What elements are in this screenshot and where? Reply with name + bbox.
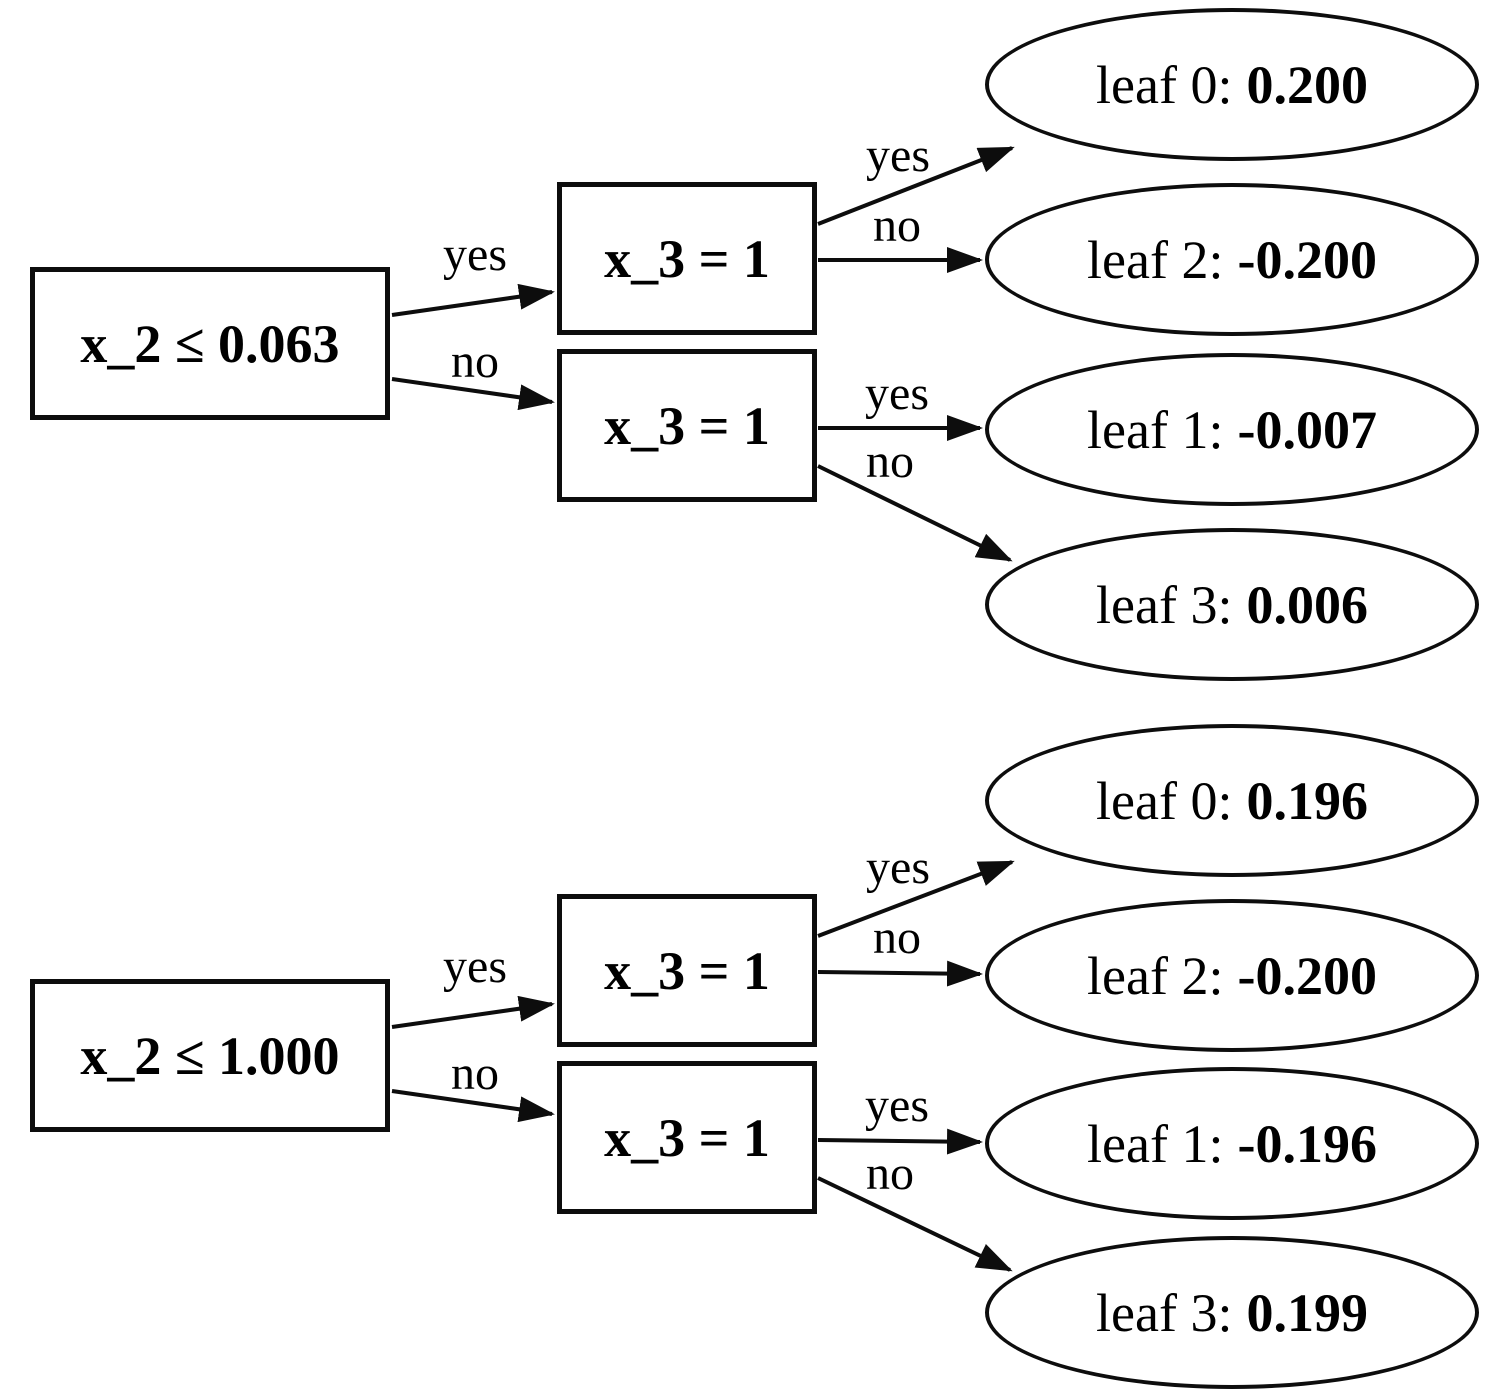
tree2-leaf-3-label: leaf 3: [1096, 1282, 1233, 1343]
tree2-root-no-label: no [451, 1047, 499, 1100]
tree1-edge-splitbottom-no [817, 464, 1013, 562]
tree1-leaf-0-label: leaf 0: [1096, 54, 1233, 115]
tree2-split-top-label: x_3 = 1 [604, 940, 770, 1001]
tree2-split-node-bottom: x_3 = 1 [557, 1061, 817, 1214]
tree1-leaf-1-label: leaf 1: [1087, 399, 1224, 460]
tree1-leaf-3: leaf 3: 0.006 [985, 528, 1479, 681]
tree1-root-node: x_2 ≤ 0.063 [30, 267, 390, 420]
tree1-root-yes-label: yes [443, 228, 507, 281]
tree1-edge-root-no [391, 377, 555, 411]
tree2-edge-splittop-yes [817, 860, 1015, 938]
tree1-leaf-0-value: 0.200 [1246, 54, 1368, 115]
tree1-leaf-2: leaf 2: -0.200 [985, 183, 1479, 336]
tree1-leaf-0: leaf 0: 0.200 [985, 8, 1479, 161]
tree2-leaf-0-value: 0.196 [1246, 770, 1368, 831]
tree2-edge-splittop-no [817, 960, 983, 987]
tree2-leaf-2-label: leaf 2: [1087, 945, 1224, 1006]
tree1-splittop-yes-label: yes [866, 129, 930, 182]
tree2-split-bottom-label: x_3 = 1 [604, 1107, 770, 1168]
tree1-split-bottom-label: x_3 = 1 [604, 395, 770, 456]
tree2-splittop-no-label: no [873, 911, 921, 964]
tree1-leaf-3-label: leaf 3: [1096, 574, 1233, 635]
tree2-edge-root-yes [391, 995, 555, 1029]
tree1-leaf-3-value: 0.006 [1246, 574, 1368, 635]
tree2-leaf-2-value: -0.200 [1237, 945, 1377, 1006]
tree1-leaf-2-value: -0.200 [1237, 229, 1377, 290]
tree1-leaf-1-value: -0.007 [1237, 399, 1377, 460]
tree2-leaf-2: leaf 2: -0.200 [985, 899, 1479, 1052]
tree1-splittop-no-label: no [873, 199, 921, 252]
tree1-split-node-top: x_3 = 1 [557, 182, 817, 335]
tree2-root-yes-label: yes [443, 940, 507, 993]
tree2-leaf-1: leaf 1: -0.196 [985, 1067, 1479, 1220]
tree1-edge-root-yes [391, 283, 555, 317]
tree2-split-node-top: x_3 = 1 [557, 894, 817, 1047]
tree2-edge-splitbottom-yes [817, 1128, 983, 1155]
tree2-leaf-0-label: leaf 0: [1096, 770, 1233, 831]
tree1-split-node-bottom: x_3 = 1 [557, 349, 817, 502]
tree1-root-no-label: no [451, 335, 499, 388]
tree1-leaf-2-label: leaf 2: [1087, 229, 1224, 290]
tree2-root-node: x_2 ≤ 1.000 [30, 979, 390, 1132]
tree1-edge-splittop-yes [817, 146, 1015, 226]
tree2-edge-root-no [391, 1089, 555, 1123]
tree2-leaf-1-label: leaf 1: [1087, 1113, 1224, 1174]
tree2-root-label: x_2 ≤ 1.000 [80, 1025, 340, 1086]
tree2-leaf-3: leaf 3: 0.199 [985, 1236, 1479, 1389]
tree2-splittop-yes-label: yes [866, 841, 930, 894]
tree2-leaf-3-value: 0.199 [1246, 1282, 1368, 1343]
tree1-splitbottom-yes-label: yes [865, 367, 929, 420]
tree1-split-top-label: x_3 = 1 [604, 228, 770, 289]
tree2-splitbottom-yes-label: yes [865, 1079, 929, 1132]
tree1-root-label: x_2 ≤ 0.063 [80, 313, 340, 374]
tree2-edge-splitbottom-no [817, 1176, 1013, 1272]
tree1-leaf-1: leaf 1: -0.007 [985, 353, 1479, 506]
tree2-leaf-1-value: -0.196 [1237, 1113, 1377, 1174]
tree2-splitbottom-no-label: no [866, 1147, 914, 1200]
tree2-leaf-0: leaf 0: 0.196 [985, 724, 1479, 877]
tree1-splitbottom-no-label: no [866, 435, 914, 488]
